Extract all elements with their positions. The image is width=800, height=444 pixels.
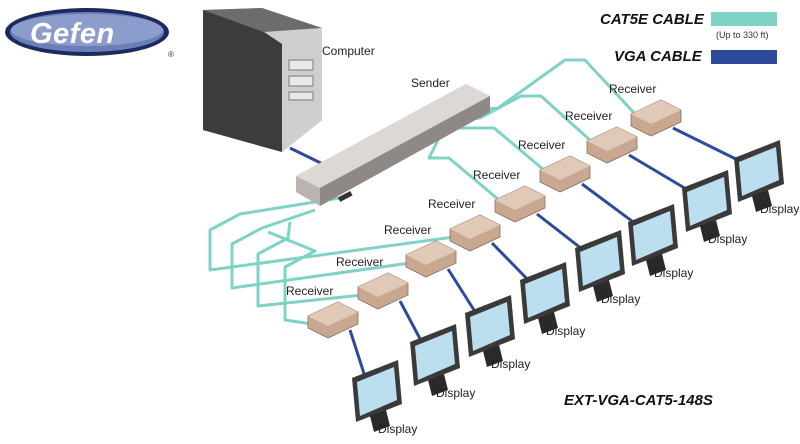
legend-cat5e-note: (Up to 330 ft) (716, 30, 769, 40)
receiver-label: Receiver (286, 284, 334, 298)
receiver-label: Receiver (609, 82, 657, 96)
computer-front (264, 28, 322, 152)
display-label: Display (654, 266, 694, 280)
receiver-top (495, 186, 545, 210)
display-screen (739, 147, 779, 196)
legend-vga-label: VGA CABLE (614, 48, 702, 65)
display-label: Display (546, 324, 586, 338)
receiver-label: Receiver (428, 197, 476, 211)
legend-vga-swatch (711, 50, 777, 64)
model-number: EXT-VGA-CAT5-148S (564, 392, 713, 409)
registered-mark: ® (168, 50, 174, 59)
cat5e-cable (230, 208, 411, 290)
receiver-label: Receiver (473, 168, 521, 182)
display-label: Display (436, 386, 476, 400)
receiver-label: Receiver (336, 255, 384, 269)
display-label: Display (708, 232, 748, 246)
cat5e-cable (267, 230, 317, 326)
receiver-top (308, 302, 358, 326)
drive-bay (288, 91, 314, 101)
display-stand (593, 280, 613, 302)
receiver-top (587, 127, 637, 151)
display-stand (483, 345, 503, 367)
sender-top (296, 84, 490, 188)
display-stand (646, 254, 666, 276)
computer-top (203, 8, 322, 32)
receiver-top (631, 100, 681, 124)
drive-bay (288, 75, 314, 87)
receiver-top (406, 241, 456, 265)
cat5e-cable (479, 58, 637, 116)
receiver-label: Receiver (518, 138, 566, 152)
display-screen (687, 177, 727, 226)
receiver-label: Receiver (565, 109, 613, 123)
cat5e-cable (256, 221, 363, 308)
display-screen (580, 237, 620, 286)
display-stand (428, 374, 448, 396)
sender-front (320, 96, 490, 206)
legend-cat5e-swatch (711, 12, 777, 26)
display-label: Display (378, 422, 418, 436)
display-screen (525, 269, 565, 318)
display-label: Display (601, 292, 641, 306)
display-label: Display (491, 357, 531, 371)
computer-side (203, 10, 282, 152)
gefen-logo: Gefen (4, 6, 170, 58)
display-label: Display (760, 202, 800, 216)
display-stand (538, 312, 558, 334)
display-screen (470, 302, 510, 351)
display-screen (357, 367, 397, 416)
cat5e-cable (208, 196, 455, 272)
display-stand (752, 190, 772, 212)
sender-logo-badge (337, 190, 353, 202)
display-stand (370, 410, 390, 432)
receiver-top (540, 156, 590, 180)
sender-label: Sender (411, 76, 450, 90)
display-screen (633, 211, 673, 260)
display-screen (415, 331, 455, 380)
display-stand (700, 220, 720, 242)
computer-label: Computer (322, 44, 375, 58)
drive-bay (288, 59, 314, 71)
legend-cat5e-label: CAT5E CABLE (600, 11, 704, 28)
receiver-top (358, 273, 408, 297)
receiver-top (450, 215, 500, 239)
logo-text: Gefen (30, 18, 115, 50)
receiver-label: Receiver (384, 223, 432, 237)
